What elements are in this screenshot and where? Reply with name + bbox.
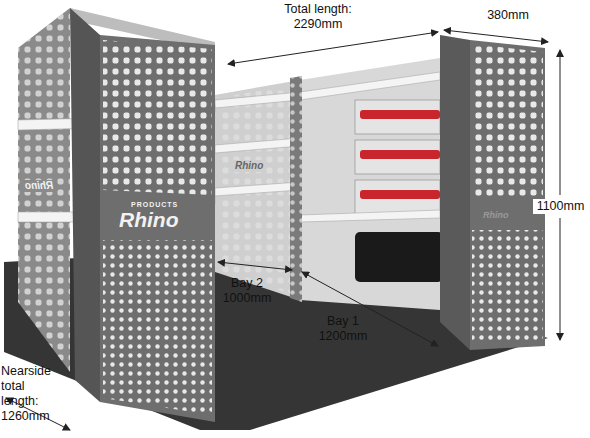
bay2-shelves	[215, 92, 300, 196]
right-upright-side	[440, 35, 470, 350]
dimension-label: Bay 2 1000mm	[222, 276, 272, 306]
left-back-panel	[18, 8, 70, 372]
brand-logo: Rhino	[116, 208, 181, 231]
dimension-label: 1100mm	[533, 199, 588, 214]
brand-logo: Rhino	[22, 180, 56, 192]
bay2-back	[215, 80, 300, 300]
brand-logo: Rhino	[232, 160, 266, 172]
brand-logo: Rhino	[480, 210, 512, 221]
dimension-label: 380mm	[478, 8, 538, 23]
right-upright-front	[470, 40, 545, 350]
dimension-label: Total length: 2290mm	[268, 2, 368, 32]
dimension-label: Nearside total length: 1260mm	[1, 364, 57, 424]
left-upright-side	[70, 8, 100, 402]
dimension-label: Bay 1 1200mm	[318, 314, 368, 344]
dimension-lines	[6, 30, 560, 430]
wheel-arch	[355, 232, 443, 282]
left-upright-front	[100, 35, 215, 422]
middle-upright	[290, 76, 302, 302]
bay1-drawers	[300, 72, 440, 222]
